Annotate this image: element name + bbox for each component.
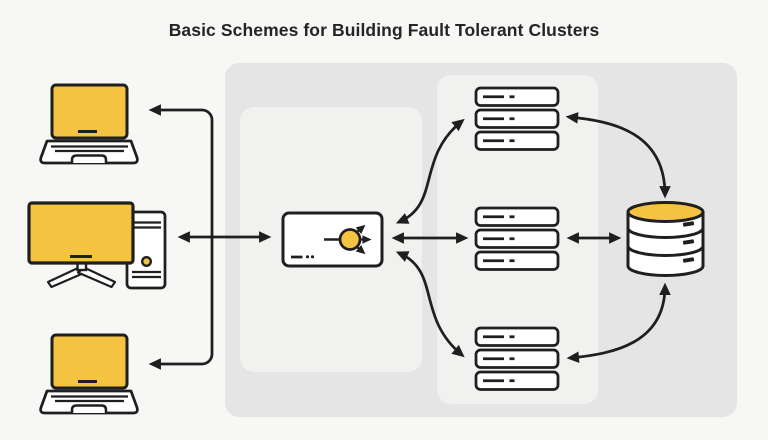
server-row (474, 86, 560, 107)
server-row (474, 206, 560, 227)
server-row (474, 130, 560, 151)
arrow-stack-bottom-db (566, 282, 671, 363)
server-row (474, 370, 560, 391)
server-row (474, 326, 560, 347)
client-desktop-icon (27, 201, 167, 290)
arrow-stack-top-db (565, 112, 671, 199)
arrow-lb-stack-top (395, 118, 465, 224)
server-row (474, 348, 560, 369)
client-laptop-bottom-icon (39, 333, 139, 415)
database-icon (626, 201, 705, 277)
load-balancer-label-marks (291, 255, 315, 259)
server-row (474, 108, 560, 129)
load-balancer-node (281, 211, 384, 268)
load-balancer-icon (324, 224, 372, 255)
server-row (474, 228, 560, 249)
server-stack-bottom (474, 326, 560, 391)
server-stack-middle (474, 206, 560, 271)
client-laptop-top-icon (39, 83, 139, 165)
server-stack-top (474, 86, 560, 151)
arrow-lb-stack-bottom (395, 251, 465, 358)
page-title: Basic Schemes for Building Fault Toleran… (168, 20, 600, 40)
server-row (474, 250, 560, 271)
